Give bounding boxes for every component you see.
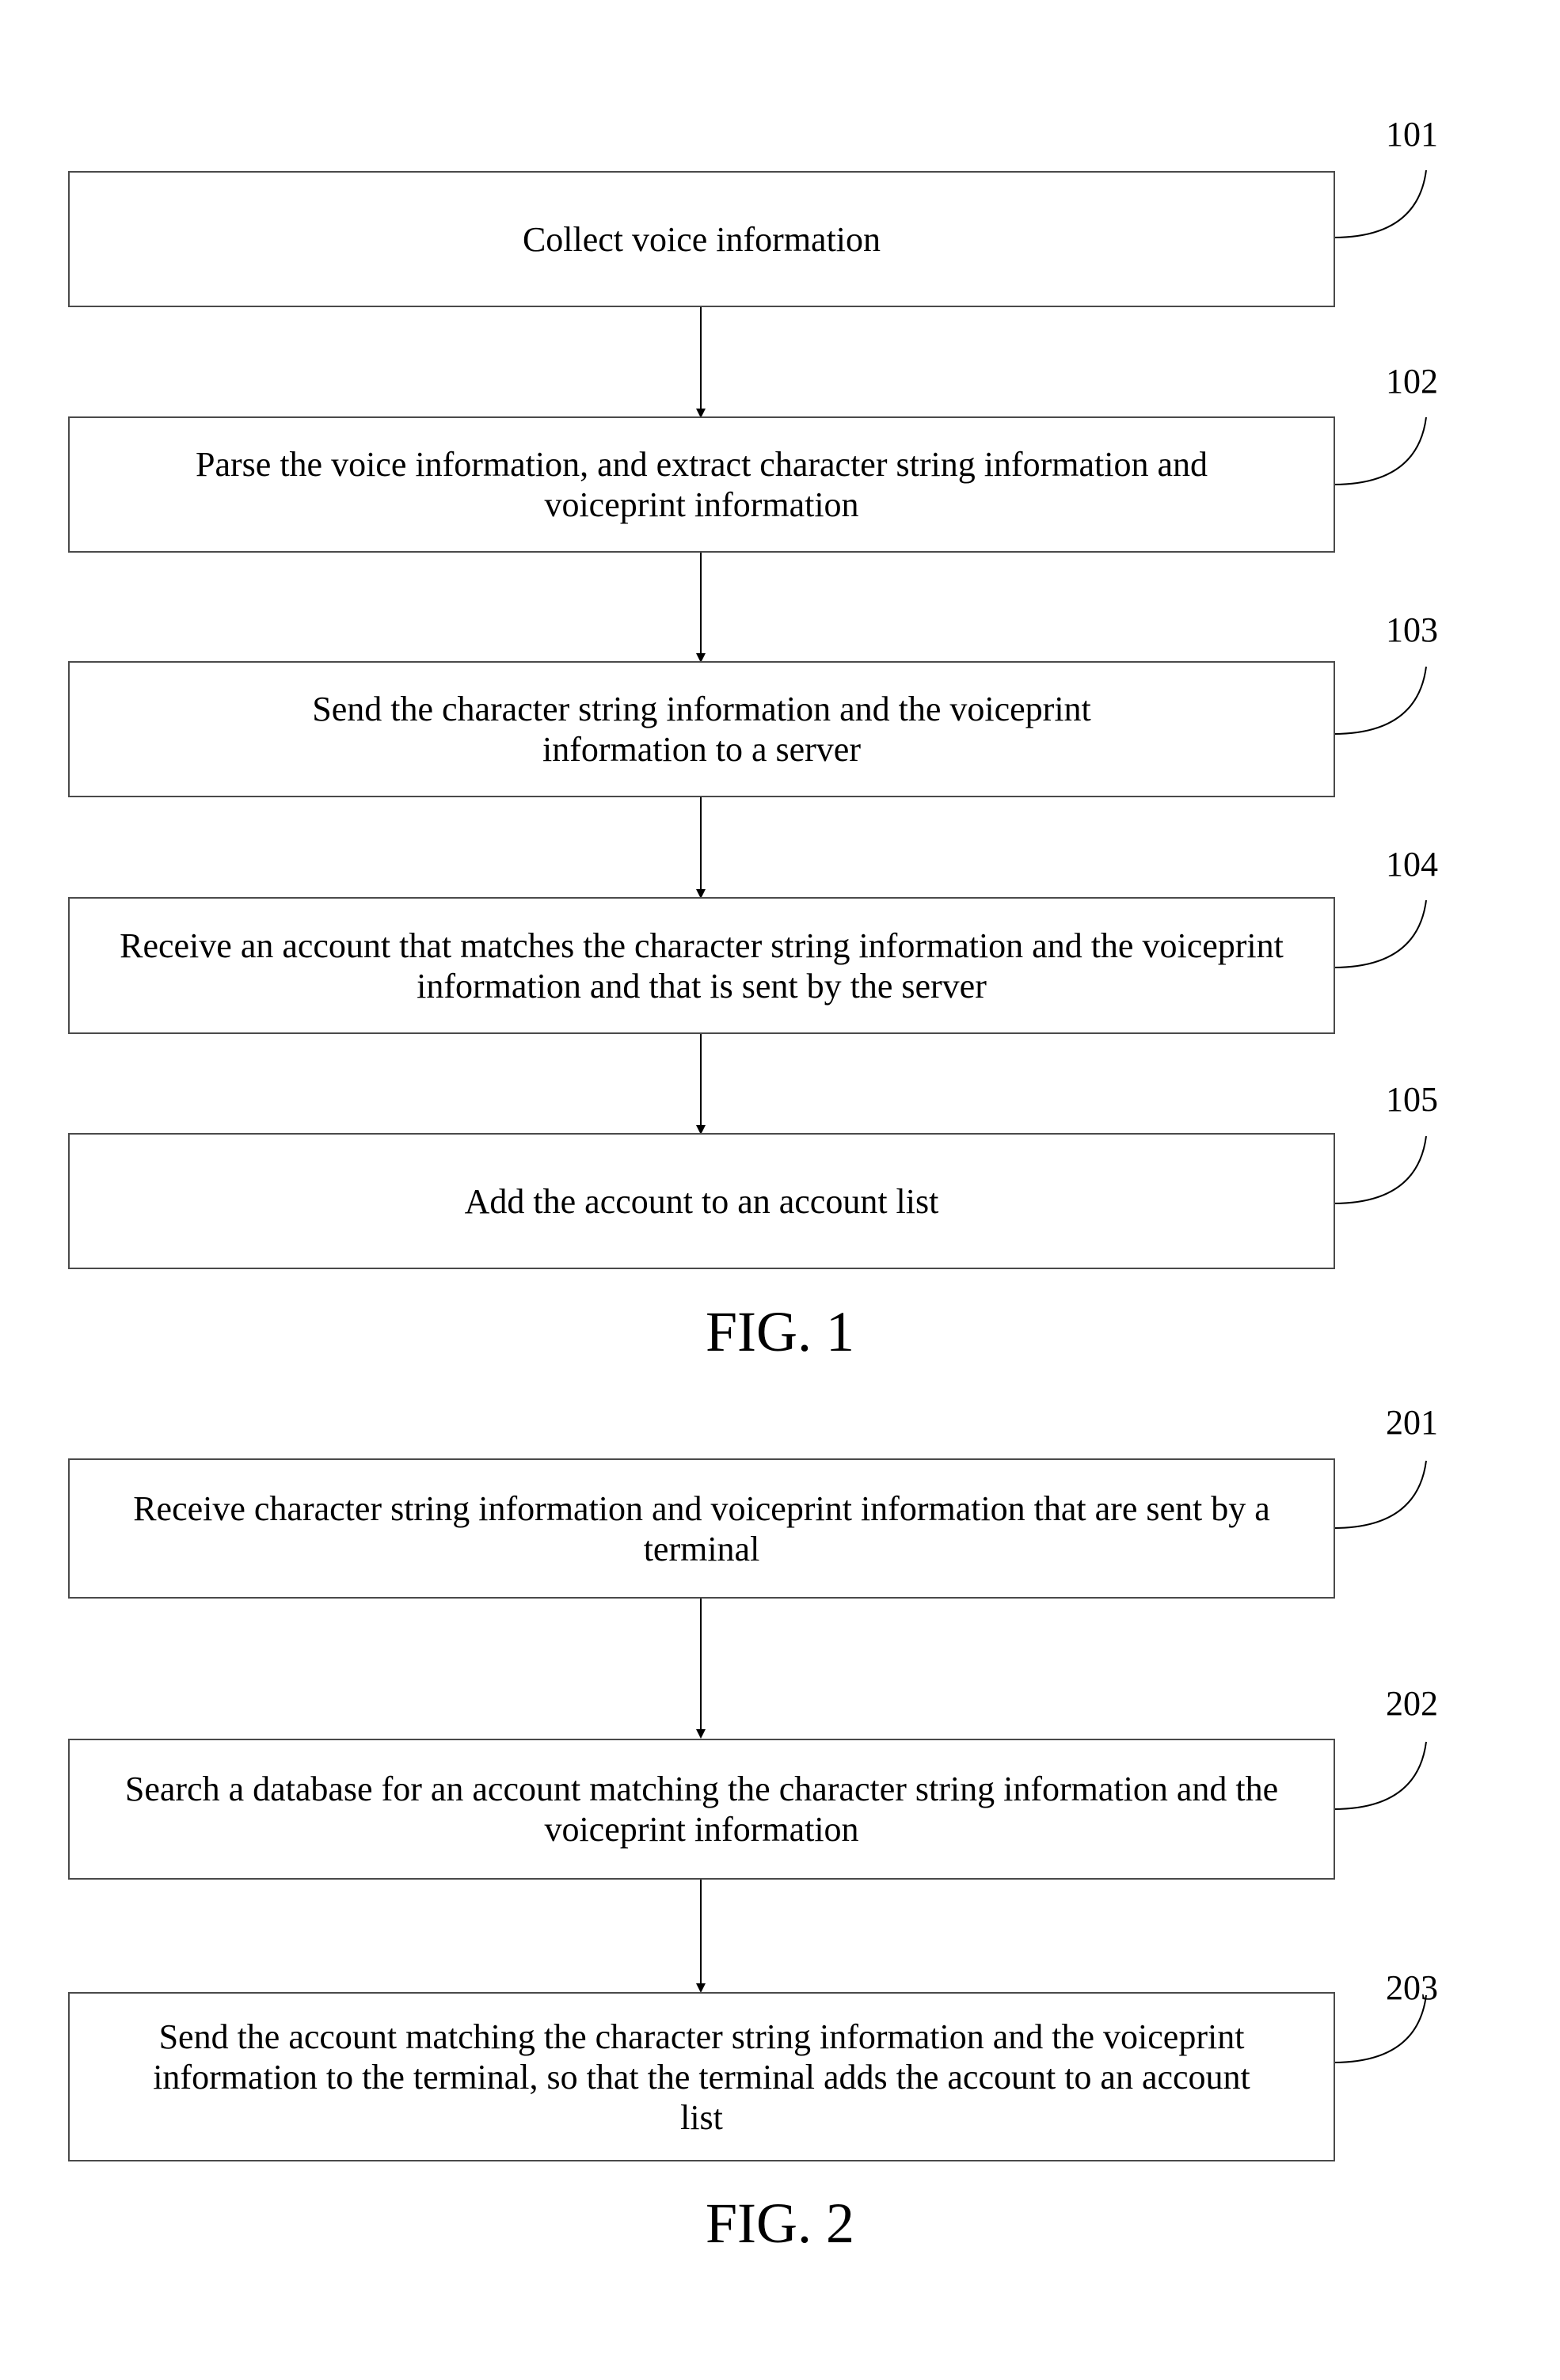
step-201-reference: 201 xyxy=(1386,1404,1438,1442)
step-103-text: Send the character string information an… xyxy=(268,689,1136,770)
figure-2-label: FIG. 2 xyxy=(0,2192,1560,2255)
step-103-box: Send the character string information an… xyxy=(68,661,1335,797)
leader-104 xyxy=(1334,900,1426,968)
step-102-text: Parse the voice information, and extract… xyxy=(188,444,1215,525)
figure-1-label: FIG. 1 xyxy=(0,1300,1560,1363)
leader-202 xyxy=(1334,1742,1426,1809)
step-202-text: Search a database for an account matchin… xyxy=(89,1769,1315,1850)
step-203-box: Send the account matching the character … xyxy=(68,1992,1335,2161)
step-105-reference: 105 xyxy=(1386,1081,1438,1119)
step-102-box: Parse the voice information, and extract… xyxy=(68,416,1335,553)
step-103-reference: 103 xyxy=(1386,611,1438,649)
leader-101 xyxy=(1334,170,1426,238)
leader-201 xyxy=(1334,1461,1426,1528)
step-201-text: Receive character string information and… xyxy=(89,1488,1315,1569)
step-202-box: Search a database for an account matchin… xyxy=(68,1739,1335,1880)
step-104-box: Receive an account that matches the char… xyxy=(68,897,1335,1034)
step-105-box: Add the account to an account list xyxy=(68,1133,1335,1269)
step-104-reference: 104 xyxy=(1386,846,1438,884)
leader-102 xyxy=(1334,417,1426,485)
step-203-reference: 203 xyxy=(1386,1969,1438,2007)
leader-103 xyxy=(1334,667,1426,734)
step-102-reference: 102 xyxy=(1386,363,1438,401)
step-203-text: Send the account matching the character … xyxy=(141,2017,1262,2138)
step-105-text: Add the account to an account list xyxy=(465,1181,939,1222)
step-202-reference: 202 xyxy=(1386,1685,1438,1723)
step-101-reference: 101 xyxy=(1386,116,1438,154)
step-101-box: Collect voice information xyxy=(68,171,1335,307)
step-101-text: Collect voice information xyxy=(523,219,881,260)
step-104-text: Receive an account that matches the char… xyxy=(89,926,1315,1006)
leader-105 xyxy=(1334,1136,1426,1203)
step-201-box: Receive character string information and… xyxy=(68,1458,1335,1599)
